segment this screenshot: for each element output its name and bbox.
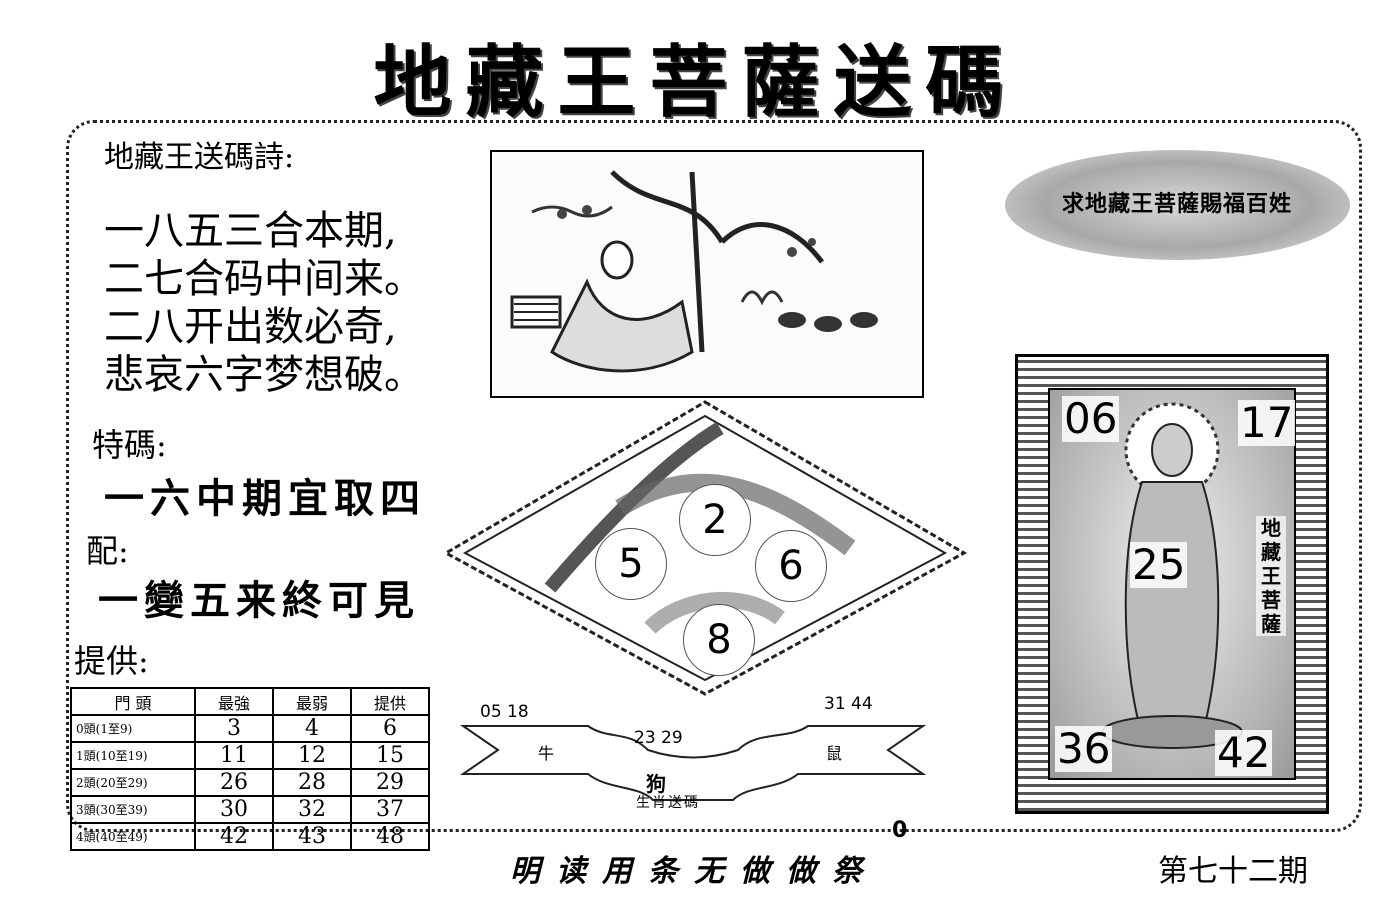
banner-center-numbers: 23 29 [634, 728, 683, 748]
poem-line: 二八开出数必奇, [104, 304, 397, 350]
sage-illustration [490, 150, 924, 398]
zero-mark: 0 [892, 818, 908, 843]
table-header: 門 頭 [70, 687, 196, 716]
banner-left-numbers: 05 18 [480, 702, 529, 722]
diamond-panel: 2 5 6 8 [440, 398, 970, 698]
diamond-number-left: 5 [595, 528, 667, 600]
table-cell: 2頭(20至29) [70, 768, 196, 797]
table-header: 提供 [350, 687, 430, 716]
table-header: 最強 [194, 687, 274, 716]
table-header: 最弱 [272, 687, 352, 716]
poem-line: 一八五三合本期, [104, 208, 397, 254]
poem-heading: 地藏王送碼詩: [104, 140, 295, 175]
banner-ribbon-icon [459, 725, 927, 801]
table-cell: 48 [350, 822, 430, 851]
panel-number-bottom-left: 36 [1055, 724, 1113, 773]
banner-caption: 生肖送碼 [636, 795, 700, 811]
table-cell: 32 [272, 795, 352, 824]
provide-label: 提供: [74, 642, 149, 680]
table-row: 0頭(1至9) 3 4 6 [70, 714, 430, 743]
banner-right-numbers: 31 44 [824, 694, 873, 714]
blessing-text: 求地藏王菩薩賜福百姓 [1061, 191, 1292, 217]
table-cell: 42 [194, 822, 274, 851]
table-cell: 0頭(1至9) [70, 714, 196, 743]
table-cell: 26 [194, 768, 274, 797]
panel-number-bottom-right: 42 [1215, 728, 1273, 777]
panel-number-center: 25 [1130, 540, 1188, 589]
table-cell: 29 [350, 768, 430, 797]
tema-label: 特碼: [92, 426, 167, 464]
table-cell: 30 [194, 795, 274, 824]
bottom-text: 明读用条无做做祭 [510, 854, 878, 889]
poem-line: 悲哀六字梦想破。 [104, 352, 424, 398]
table-header-row: 門 頭 最強 最弱 提供 [70, 687, 430, 716]
table-cell: 4頭(40至49) [70, 822, 196, 851]
banner-center-zodiac: 狗 [646, 772, 666, 796]
table-row: 4頭(40至49) 42 43 48 [70, 822, 430, 851]
table-cell: 28 [272, 768, 352, 797]
table-row: 2頭(20至29) 26 28 29 [70, 768, 430, 797]
table-cell: 4 [272, 714, 352, 743]
tema-text: 一六中期宜取四 [104, 475, 426, 522]
sage-illustration-icon [510, 170, 878, 373]
table-cell: 37 [350, 795, 430, 824]
table-cell: 11 [194, 741, 274, 770]
bodhisattva-figure-icon [1101, 402, 1243, 749]
diamond-number-right: 6 [755, 530, 827, 602]
zodiac-banner: 05 18 23 29 31 44 牛 鼠 狗 生肖送碼 [458, 690, 928, 811]
panel-side-text: 地藏王菩薩 [1256, 516, 1286, 636]
table-row: 3頭(30至39) 30 32 37 [70, 795, 430, 824]
dotted-frame [66, 120, 1362, 832]
banner-left-zodiac: 牛 [538, 744, 555, 763]
table-cell: 15 [350, 741, 430, 770]
panel-number-top-left: 06 [1062, 394, 1120, 443]
table-cell: 6 [350, 714, 430, 743]
table-row: 1頭(10至19) 11 12 15 [70, 741, 430, 770]
page-title: 地藏王菩薩送碼 [373, 37, 1018, 128]
table-cell: 1頭(10至19) [70, 741, 196, 770]
pei-text: 一變五来終可見 [98, 577, 420, 624]
blessing-oval [1005, 150, 1350, 260]
panel-number-top-right: 17 [1238, 398, 1296, 447]
issue-number: 第七十二期 [1158, 854, 1308, 889]
pei-label: 配: [86, 532, 129, 570]
table-cell: 3頭(30至39) [70, 795, 196, 824]
diamond-number-bottom: 8 [683, 604, 755, 676]
table-cell: 12 [272, 741, 352, 770]
poem-line: 二七合码中间来。 [104, 256, 424, 302]
table-cell: 43 [272, 822, 352, 851]
diamond-number-top: 2 [679, 484, 751, 556]
table-cell: 3 [194, 714, 274, 743]
banner-right-zodiac: 鼠 [826, 744, 843, 763]
number-table: 門 頭 最強 最弱 提供 0頭(1至9) 3 4 6 1頭(10至19) 11 … [70, 687, 430, 851]
